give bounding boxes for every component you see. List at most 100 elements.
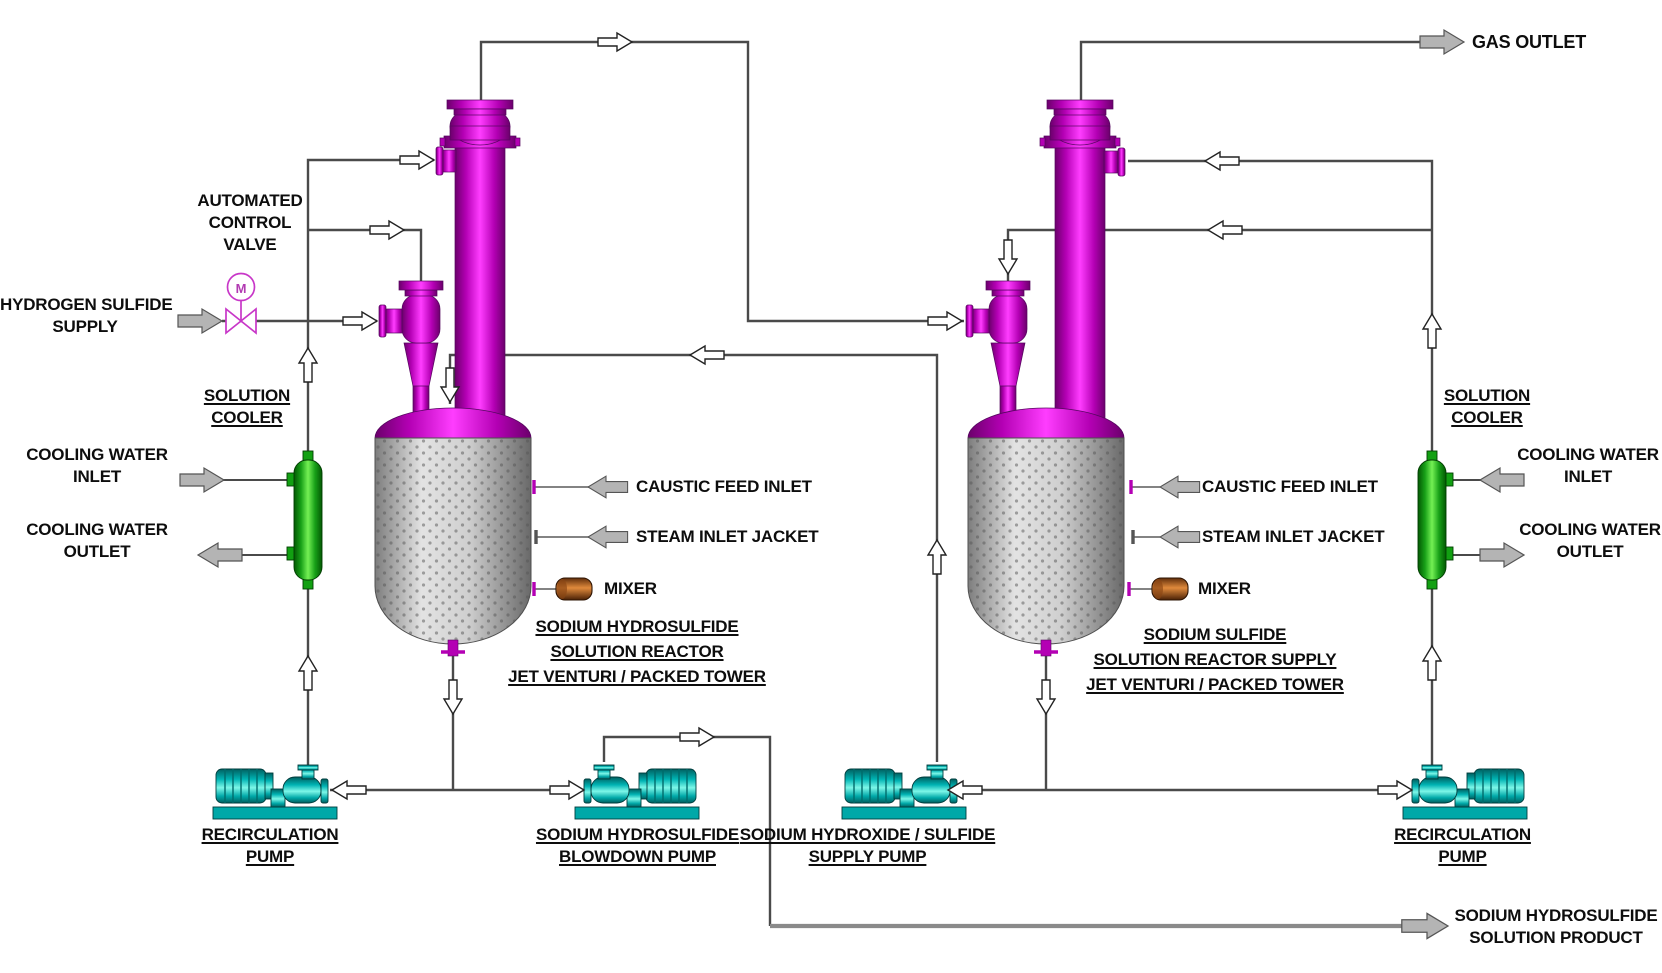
label-blowdown-pump: SODIUM HYDROSULFIDE BLOWDOWN PUMP [500, 824, 775, 868]
cw-inlet-arrow-left [179, 467, 225, 493]
pipe-gas-crossover [479, 40, 964, 323]
label-line: SOLUTION [203, 386, 291, 405]
label-line: SUPPLY PUMP [808, 847, 927, 866]
label-solution-cooler-left: SOLUTION COOLER [187, 385, 307, 429]
label-line: CAUSTIC FEED INLET [1202, 477, 1378, 496]
column-nozzle-right [1103, 147, 1126, 177]
label-line: SODIUM HYDROSULFIDE [1454, 906, 1658, 925]
label-cooling-water-outlet-right: COOLING WATER OUTLET [1515, 519, 1662, 563]
label-cooling-water-outlet-left: COOLING WATER OUTLET [12, 519, 182, 563]
product-arrow [1401, 912, 1449, 940]
steam-arrow-left [587, 525, 629, 549]
flow-arrow [927, 539, 947, 575]
flow-arrow [443, 679, 463, 715]
label-cooling-water-inlet-right: COOLING WATER INLET [1513, 444, 1662, 488]
jet-venturi-right [965, 280, 1031, 424]
flow-arrow [689, 345, 725, 365]
label-line: CONTROL [208, 213, 292, 232]
label-line: STEAM INLET JACKET [1202, 527, 1385, 546]
label-line: COOLER [1451, 408, 1523, 427]
label-caustic-feed-left: CAUSTIC FEED INLET [636, 477, 812, 497]
label-line: OUTLET [1556, 542, 1624, 561]
recirculation-pump-right [1402, 764, 1528, 820]
label-line: SOLUTION REACTOR SUPPLY [1093, 650, 1337, 669]
mixer-right [1151, 577, 1189, 601]
label-line: SODIUM HYDROXIDE / SULFIDE [739, 825, 996, 844]
label-line: MIXER [604, 579, 657, 598]
label-line: BLOWDOWN PUMP [559, 847, 716, 866]
label-reactor-left: SODIUM HYDROSULFIDE SOLUTION REACTOR JET… [497, 614, 777, 689]
flow-arrow [298, 347, 318, 383]
flow-arrow [331, 780, 367, 800]
label-line: COOLING WATER [26, 520, 168, 539]
solution-cooler-right [1417, 450, 1454, 590]
flow-arrow [399, 150, 435, 170]
label-line: VALVE [223, 235, 277, 254]
flow-arrow [1377, 780, 1413, 800]
label-line: AUTOMATED [197, 191, 303, 210]
label-line: COOLING WATER [1519, 520, 1661, 539]
label-line: PUMP [1438, 847, 1487, 866]
caustic-arrow-right [1159, 475, 1201, 499]
label-supply-pump: SODIUM HYDROXIDE / SULFIDE SUPPLY PUMP [730, 824, 1005, 868]
pipe-gas-outlet [1079, 40, 1420, 103]
label-line: JET VENTURI / PACKED TOWER [1086, 675, 1344, 694]
label-solution-cooler-right: SOLUTION COOLER [1427, 385, 1547, 429]
label-mixer-left: MIXER [604, 579, 657, 599]
label-recirculation-pump-left: RECIRCULATION PUMP [190, 824, 350, 868]
label-mixer-right: MIXER [1198, 579, 1251, 599]
flow-arrow [342, 311, 378, 331]
label-steam-jacket-right: STEAM INLET JACKET [1202, 527, 1385, 547]
supply-pump [841, 764, 967, 820]
label-line: SOLUTION PRODUCT [1469, 928, 1643, 947]
label-line: STEAM INLET JACKET [636, 527, 819, 546]
automated-control-valve: M [225, 272, 257, 335]
label-line: HYDROGEN SULFIDE [0, 295, 173, 314]
flow-arrow [1207, 220, 1243, 240]
reactor-vessel-right [966, 406, 1126, 658]
pipe-venturi-feed-left [308, 228, 423, 283]
label-line: JET VENTURI / PACKED TOWER [508, 667, 766, 686]
mixer-left [555, 577, 593, 601]
label-line: CAUSTIC FEED INLET [636, 477, 812, 496]
label-line: GAS OUTLET [1472, 32, 1586, 52]
flow-arrow [549, 780, 585, 800]
flow-arrow [1204, 151, 1240, 171]
label-line: SODIUM HYDROSULFIDE [535, 825, 740, 844]
label-line: OUTLET [63, 542, 131, 561]
label-caustic-feed-right: CAUSTIC FEED INLET [1202, 477, 1378, 497]
label-line: SUPPLY [52, 317, 118, 336]
flow-arrow [998, 239, 1018, 275]
label-line: RECIRCULATION [1394, 825, 1531, 844]
flow-arrow [679, 727, 715, 747]
label-cooling-water-inlet-left: COOLING WATER INLET [12, 444, 182, 488]
label-line: PUMP [245, 847, 295, 866]
gas-outlet-arrow [1419, 29, 1465, 55]
flow-arrow [597, 32, 633, 52]
cw-outlet-arrow-left [197, 542, 243, 568]
equipment-shapes: M [212, 99, 1528, 820]
label-gas-outlet: GAS OUTLET [1472, 32, 1586, 52]
caustic-arrow-left [587, 475, 629, 499]
solution-cooler-left [286, 450, 323, 590]
flow-arrow [298, 655, 318, 691]
flow-arrow [1036, 679, 1056, 715]
recirculation-pump-left [212, 764, 338, 820]
packed-tower-right [1039, 99, 1121, 433]
label-line: INLET [1563, 467, 1613, 486]
label-line: COOLER [211, 408, 283, 427]
label-automated-control-valve: AUTOMATED CONTROL VALVE [175, 190, 325, 256]
h2s-supply-arrow [177, 308, 223, 334]
label-line: COOLING WATER [26, 445, 168, 464]
flow-arrow [1422, 645, 1442, 681]
label-line: SOLUTION REACTOR [550, 642, 724, 661]
label-hydrogen-sulfide-supply: HYDROGEN SULFIDE SUPPLY [0, 294, 173, 338]
valve-actuator-tag: M [236, 281, 247, 296]
label-recirculation-pump-right: RECIRCULATION PUMP [1385, 824, 1540, 868]
label-line: RECIRCULATION [201, 825, 339, 844]
label-steam-jacket-left: STEAM INLET JACKET [636, 527, 819, 547]
jet-venturi-left [378, 280, 444, 424]
flow-arrow [369, 220, 405, 240]
